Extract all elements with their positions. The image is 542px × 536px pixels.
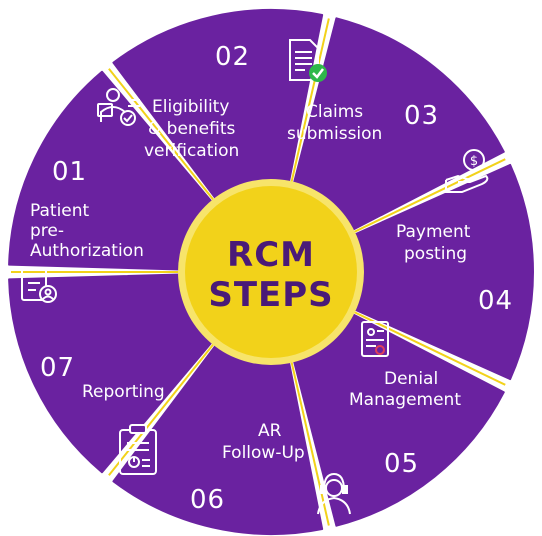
step-07-label-line1: Reporting <box>82 382 165 402</box>
center-hub: RCM STEPS <box>178 179 364 365</box>
step-01-number: 01 <box>52 157 87 187</box>
denied-document-icon <box>361 321 389 357</box>
step-05: Denial Management 05 <box>349 321 461 479</box>
step-02-label-line1: Eligibility <box>152 97 229 117</box>
step-02-label-line2: & benefits <box>148 119 236 139</box>
step-04: $ Payment posting 04 <box>396 149 513 316</box>
step-05-label-line2: Management <box>349 390 461 410</box>
step-06-label-line2: Follow-Up <box>222 443 305 463</box>
check-badge-icon <box>309 64 327 82</box>
clipboard-report-icon <box>119 424 157 475</box>
step-04-label-line1: Payment <box>396 222 471 242</box>
step-06: AR Follow-Up 06 <box>190 421 351 515</box>
hub-circle <box>185 186 357 358</box>
center-title-line2: STEPS <box>208 275 333 315</box>
svg-text:$: $ <box>470 154 478 169</box>
step-04-number: 04 <box>478 286 513 316</box>
headset-agent-icon <box>317 472 351 515</box>
checklist-user-icon <box>21 267 57 303</box>
divider-ray <box>283 18 330 214</box>
step-04-label-line2: posting <box>404 244 467 264</box>
step-06-number: 06 <box>190 485 225 515</box>
user-id-check-icon <box>97 88 140 126</box>
step-05-number: 05 <box>384 449 419 479</box>
step-03-label-line1: Claims <box>306 102 363 122</box>
step-01: 01 Patient pre- Authorization <box>21 157 144 303</box>
step-02-number: 02 <box>215 42 250 72</box>
step-05-label-line1: Denial <box>384 369 438 389</box>
step-03-number: 03 <box>404 101 439 131</box>
step-02: 02 Eligibility & benefits verification <box>97 42 250 161</box>
divider-ray <box>108 68 235 226</box>
step-06-label-line1: AR <box>258 421 282 441</box>
step-07: 07 Reporting <box>40 353 165 475</box>
divider-ray <box>324 297 506 386</box>
hand-coin-icon: $ <box>445 149 489 193</box>
step-01-label-line1: Patient <box>30 201 90 221</box>
step-01-label-line3: Authorization <box>30 241 144 261</box>
step-03: Claims submission 03 <box>287 39 439 144</box>
divider-ray <box>324 158 506 247</box>
center-title-line1: RCM <box>227 235 315 275</box>
step-07-number: 07 <box>40 353 75 383</box>
step-01-label-line2: pre- <box>30 221 64 241</box>
step-03-label-line2: submission <box>287 124 382 144</box>
wheel-segments <box>8 9 534 535</box>
step-02-label-line3: verification <box>144 141 239 161</box>
